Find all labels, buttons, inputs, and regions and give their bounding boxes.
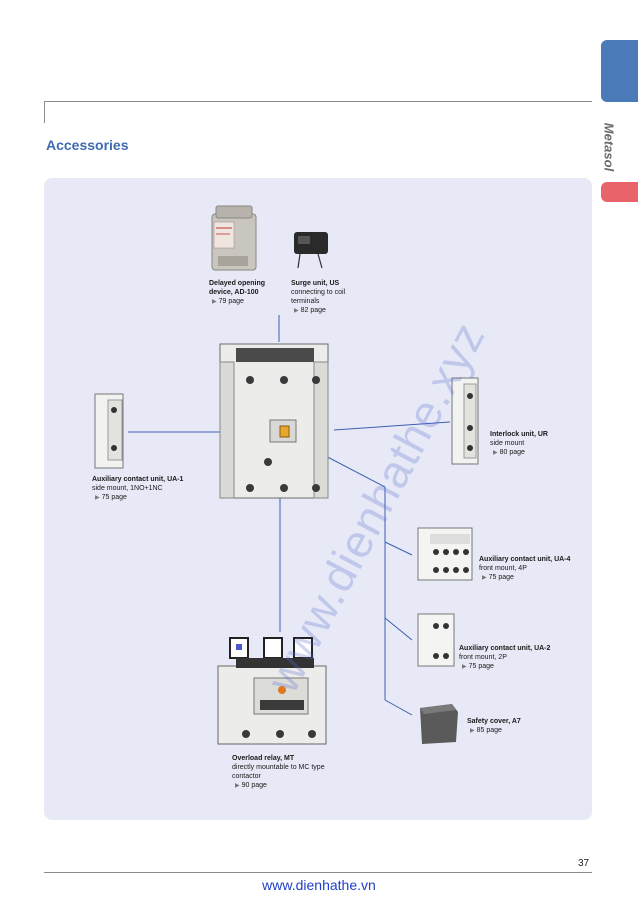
header-tick bbox=[44, 101, 45, 123]
label-ur: Interlock unit, UR side mount 80 page bbox=[490, 430, 548, 458]
ua2-title: Auxiliary contact unit, UA-2 bbox=[459, 645, 551, 652]
page-number: 37 bbox=[578, 858, 590, 869]
footer-url-link[interactable]: www.dienhathe.vn bbox=[262, 877, 376, 893]
delayed-opening-device-image bbox=[211, 205, 257, 271]
ua4-page-link[interactable]: 75 page bbox=[479, 573, 570, 583]
ur-title: Interlock unit, UR bbox=[490, 431, 548, 438]
label-mt: Overload relay, MT directly mountable to… bbox=[232, 754, 325, 791]
us-title: Surge unit, US bbox=[291, 280, 340, 287]
label-us: Surge unit, US connecting to coil termin… bbox=[291, 279, 345, 316]
section-title: Accessories bbox=[46, 137, 129, 153]
side-tab-red bbox=[601, 182, 638, 202]
ua1-title: Auxiliary contact unit, UA-1 bbox=[92, 476, 184, 483]
auxiliary-contact-ua1-image bbox=[94, 393, 124, 469]
side-tab-blue bbox=[601, 40, 638, 102]
label-ua4: Auxiliary contact unit, UA-4 front mount… bbox=[479, 555, 570, 583]
footer-rule bbox=[44, 872, 592, 873]
interlock-unit-image bbox=[451, 377, 479, 465]
overload-relay-image bbox=[217, 637, 327, 745]
contactor-image bbox=[219, 343, 329, 499]
a7-title: Safety cover, A7 bbox=[467, 718, 521, 725]
label-ua2: Auxiliary contact unit, UA-2 front mount… bbox=[459, 644, 550, 672]
auxiliary-contact-ua4-image bbox=[417, 527, 473, 581]
mt-page-link[interactable]: 90 page bbox=[232, 781, 325, 791]
ur-page-link[interactable]: 80 page bbox=[490, 448, 548, 458]
auxiliary-contact-ua2-image bbox=[417, 613, 455, 667]
ua2-page-link[interactable]: 75 page bbox=[459, 662, 550, 672]
surge-unit-image bbox=[294, 232, 328, 269]
ad100-desc: device, AD-100 bbox=[209, 289, 259, 296]
label-ad100: Delayed opening device, AD-100 79 page bbox=[209, 279, 265, 307]
ua4-desc: front mount, 4P bbox=[479, 565, 527, 572]
header-rule bbox=[44, 101, 592, 102]
a7-page-link[interactable]: 85 page bbox=[467, 726, 521, 736]
ua4-title: Auxiliary contact unit, UA-4 bbox=[479, 556, 571, 563]
us-page-link[interactable]: 82 page bbox=[291, 306, 345, 316]
mt-desc1: directly mountable to MC type bbox=[232, 764, 325, 771]
us-desc2: terminals bbox=[291, 298, 320, 305]
safety-cover-image bbox=[420, 704, 458, 744]
us-desc1: connecting to coil bbox=[291, 289, 346, 296]
mt-title: Overload relay, MT bbox=[232, 755, 295, 762]
ad100-page-link[interactable]: 79 page bbox=[209, 297, 265, 307]
label-ua1: Auxiliary contact unit, UA-1 side mount,… bbox=[92, 475, 183, 503]
mt-desc2: contactor bbox=[232, 773, 261, 780]
ua1-page-link[interactable]: 75 page bbox=[92, 493, 183, 503]
ua1-desc: side mount, 1NO+1NC bbox=[92, 485, 163, 492]
ad100-title: Delayed opening bbox=[209, 280, 266, 287]
ua2-desc: front mount, 2P bbox=[459, 654, 507, 661]
ur-desc: side mount bbox=[490, 440, 525, 447]
label-a7: Safety cover, A7 85 page bbox=[467, 717, 521, 736]
